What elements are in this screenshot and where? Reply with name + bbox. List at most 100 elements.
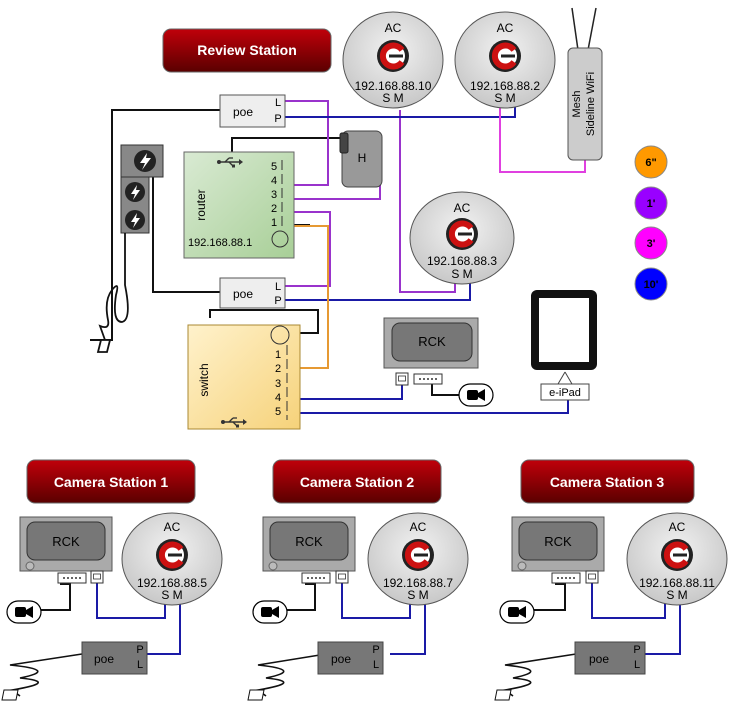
router: router 192.168.88.1 5 4 3 2 1 xyxy=(183,151,295,259)
switch-power-port xyxy=(270,325,290,345)
ac-sm: S M xyxy=(451,267,472,281)
svg-text:6": 6" xyxy=(645,157,656,169)
logo-icon xyxy=(661,539,693,571)
logo-icon xyxy=(402,539,434,571)
serial-port-icon xyxy=(551,572,581,584)
ac-sm: S M xyxy=(382,91,403,105)
serial-port-icon xyxy=(413,373,443,385)
logo-icon xyxy=(446,218,478,250)
svg-text:10': 10' xyxy=(644,279,659,291)
svg-text:1': 1' xyxy=(647,198,656,210)
camera-station-3: Camera Station 3 RCK AC 192.168.88.11 S … xyxy=(494,459,728,701)
router-ip: 192.168.88.1 xyxy=(188,237,252,249)
poe-l-label: L xyxy=(275,281,281,293)
switch-port-2: 2 xyxy=(275,363,281,375)
rck-review: RCK xyxy=(383,317,479,386)
camera-station-2: Camera Station 2 RCK AC 192.168.88.7 S M… xyxy=(247,459,469,701)
ethernet-port-icon xyxy=(90,570,104,584)
ac-ip: 192.168.88.3 xyxy=(427,254,497,268)
svg-text:3': 3' xyxy=(647,238,656,250)
rck-label: RCK xyxy=(295,534,323,549)
legend-item: 1' xyxy=(634,186,668,220)
poe-p-label: P xyxy=(274,113,281,125)
usb-hub: H xyxy=(339,130,383,188)
access-point-3: AC 192.168.88.3 S M xyxy=(409,191,515,285)
poe-injector-top: poe L P xyxy=(219,94,286,128)
ethernet-port-icon xyxy=(585,570,599,584)
ac-sm: S M xyxy=(407,588,428,602)
poe-p-label: P xyxy=(136,644,143,656)
poe-injector-middle: poe L P xyxy=(219,277,286,309)
ac-label: AC xyxy=(385,21,402,35)
ac-sm: S M xyxy=(494,91,515,105)
rck-label: RCK xyxy=(544,534,572,549)
poe-label: poe xyxy=(331,652,351,666)
ac-ip: 192.168.88.7 xyxy=(383,576,453,590)
ethernet-port-icon xyxy=(395,372,409,386)
camera-icon xyxy=(499,600,535,624)
switch-port-3: 3 xyxy=(275,378,281,390)
ac-label: AC xyxy=(164,520,181,534)
router-ports: 5 4 3 2 1 xyxy=(271,160,283,230)
ipad: e-iPad xyxy=(531,290,597,401)
logo-icon xyxy=(377,40,409,72)
switch-port-5: 5 xyxy=(275,406,281,418)
ac-ip: 192.168.88.10 xyxy=(355,79,432,93)
ac-label: AC xyxy=(410,520,427,534)
rck-power-port xyxy=(25,561,35,571)
router-port-4: 4 xyxy=(271,175,277,187)
poe-label: poe xyxy=(233,287,253,301)
power-outlet-icon xyxy=(131,185,140,200)
logo-icon xyxy=(156,539,188,571)
router-port-2: 2 xyxy=(271,203,277,215)
ac-sm: S M xyxy=(161,588,182,602)
legend-item: 6" xyxy=(634,145,668,179)
ac-ip: 192.168.88.11 xyxy=(639,576,715,590)
switch-label: switch xyxy=(197,363,211,396)
router-power-port xyxy=(271,230,289,248)
camera-station-1: Camera Station 1 RCK AC 192.168.88.5 S M… xyxy=(1,459,223,701)
poe-p-label: P xyxy=(274,295,281,307)
poe-label: poe xyxy=(233,105,253,119)
poe-l-label: L xyxy=(634,659,640,671)
legend-item: 3' xyxy=(634,226,668,260)
serial-port-icon xyxy=(57,572,87,584)
camera-station-title: Camera Station 1 xyxy=(54,474,169,490)
poe-l-label: L xyxy=(275,97,281,109)
ethernet-port-icon xyxy=(335,570,349,584)
camera-icon xyxy=(6,600,42,624)
camera-station-title: Camera Station 3 xyxy=(550,474,665,490)
router-port-1: 1 xyxy=(271,217,277,229)
camera-icon xyxy=(458,383,494,407)
review-station-title: Review Station xyxy=(197,42,297,58)
cable-legend: 6" 1' 3' 10' xyxy=(634,145,668,301)
rck-power-port xyxy=(517,561,527,571)
poe-l-label: L xyxy=(137,659,143,671)
router-label: router xyxy=(194,189,208,220)
camera-icon xyxy=(252,600,288,624)
network-switch: switch 1 2 3 4 5 xyxy=(187,324,301,430)
ac-sm: S M xyxy=(666,588,687,602)
power-outlet-icon xyxy=(140,153,151,170)
serial-port-icon xyxy=(301,572,331,584)
poe-label: poe xyxy=(589,652,609,666)
mesh-label: Mesh xyxy=(571,91,583,118)
access-point-1: AC 192.168.88.10 S M xyxy=(342,11,444,109)
switch-port-1: 1 xyxy=(275,349,281,361)
switch-port-4: 4 xyxy=(275,392,281,404)
router-port-5: 5 xyxy=(271,161,277,173)
poe-p-label: P xyxy=(372,644,379,656)
camera-station-title: Camera Station 2 xyxy=(300,474,415,490)
hub-label: H xyxy=(358,151,367,165)
rck-label: RCK xyxy=(52,534,80,549)
legend-item: 10' xyxy=(634,267,668,301)
access-point-2: AC 192.168.88.2 S M xyxy=(454,11,556,109)
power-outlet-icon xyxy=(131,213,140,228)
ipad-label: e-iPad xyxy=(549,387,581,399)
power-cord-icon xyxy=(96,233,129,353)
ac-label: AC xyxy=(454,201,471,215)
ac-label: AC xyxy=(497,21,514,35)
poe-l-label: L xyxy=(373,659,379,671)
router-port-3: 3 xyxy=(271,189,277,201)
